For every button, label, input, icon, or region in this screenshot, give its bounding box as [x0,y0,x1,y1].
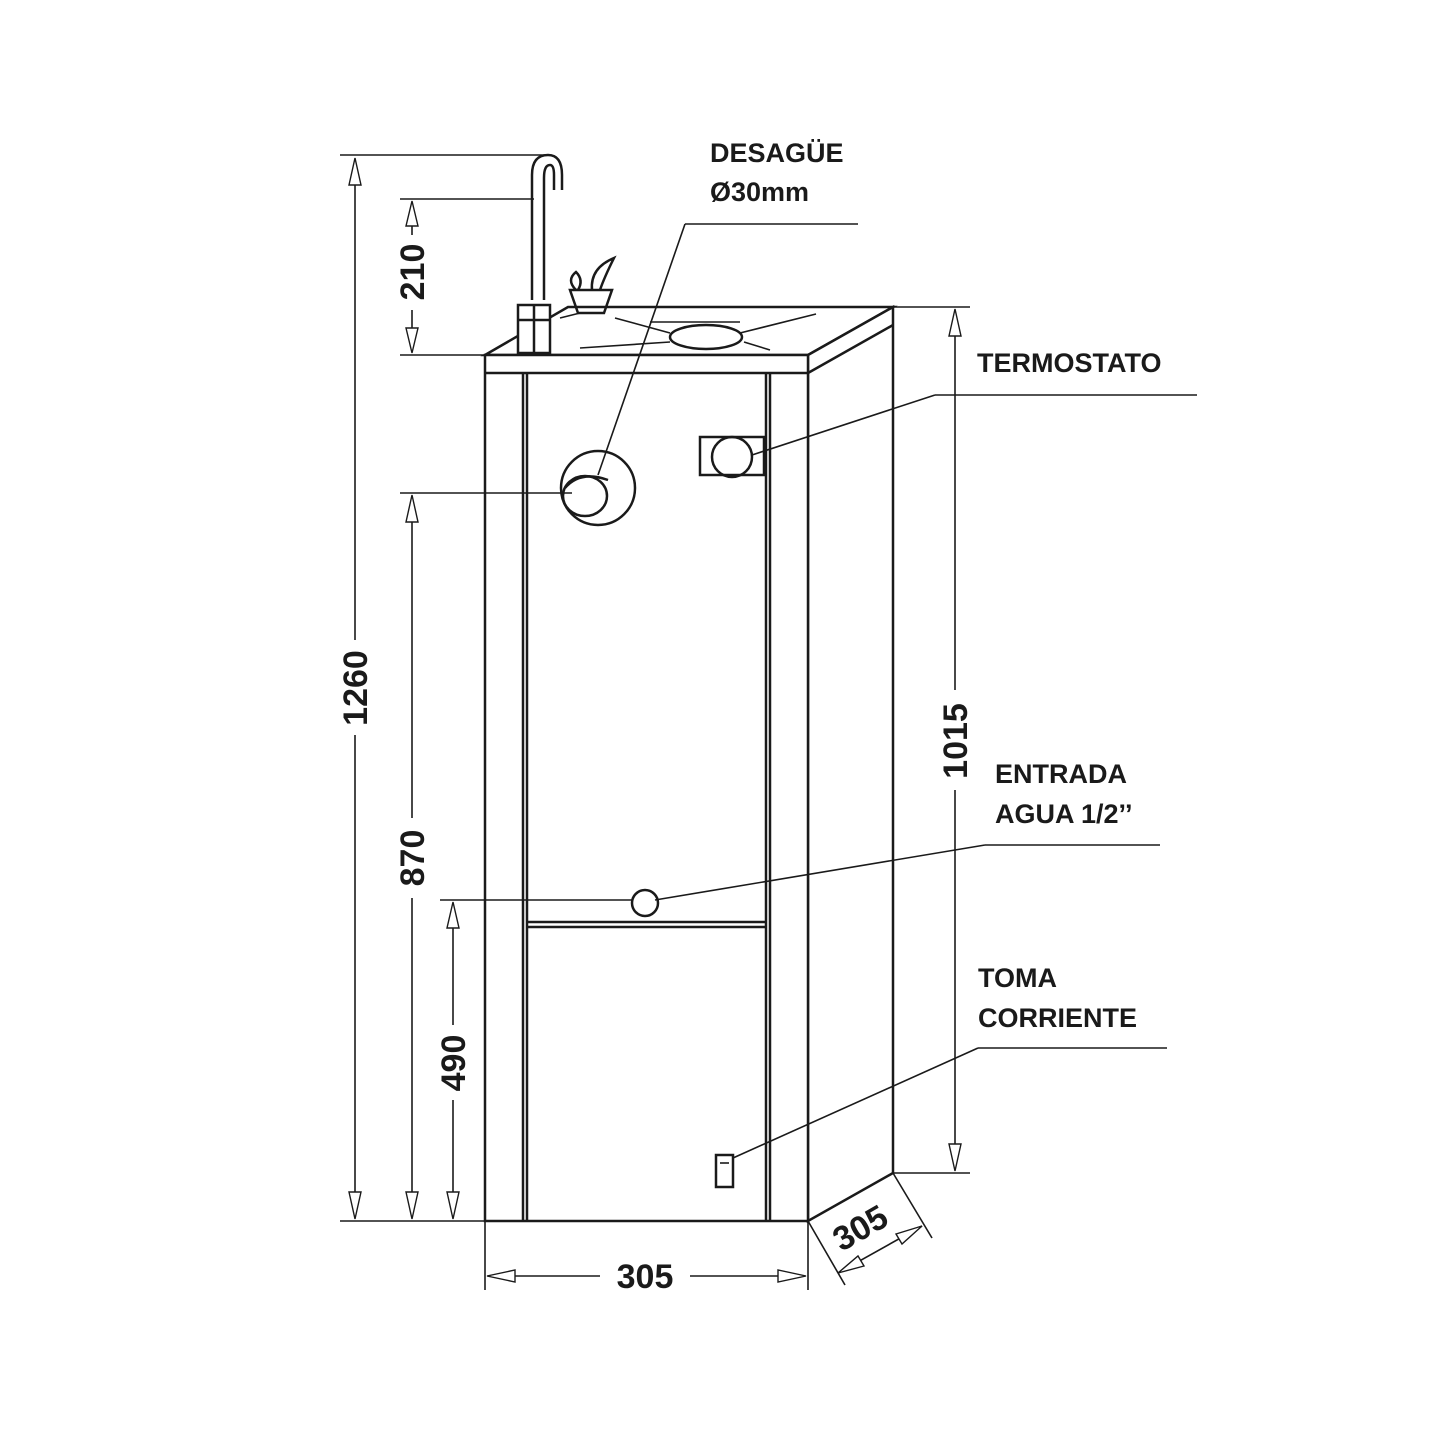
basin-grill [579,313,817,351]
front-face [483,353,810,1223]
dim-faucet-height: 210 [394,244,432,301]
thermostat-label: TERMOSTATO [977,348,1162,378]
dim-depth: 305 [826,1198,894,1259]
drain-size: Ø30mm [710,177,809,207]
bubbler-icon [559,255,617,319]
outlet-label-line2: CORRIENTE [978,1003,1137,1033]
dimension-lines [340,154,970,1290]
dim-inlet-height: 490 [435,1035,473,1092]
side-face [806,304,895,1224]
power-outlet-icon [714,1153,735,1189]
dim-total-height: 1260 [337,650,375,726]
water-inlet-label-line2: AGUA 1/2’’ [995,799,1133,829]
thermostat-icon [698,435,766,479]
water-inlet-label-line1: ENTRADA [995,759,1127,789]
leader-lines [597,223,1197,1159]
dim-drain-height: 870 [394,830,432,887]
drain-button-icon [559,449,637,527]
dim-width: 305 [617,1258,674,1296]
water-inlet-icon [630,888,660,918]
drain-title: DESAGÜE [710,138,844,168]
cabinet [480,304,898,1224]
outlet-label-line1: TOMA [978,963,1057,993]
dim-side-height: 1015 [937,703,975,779]
